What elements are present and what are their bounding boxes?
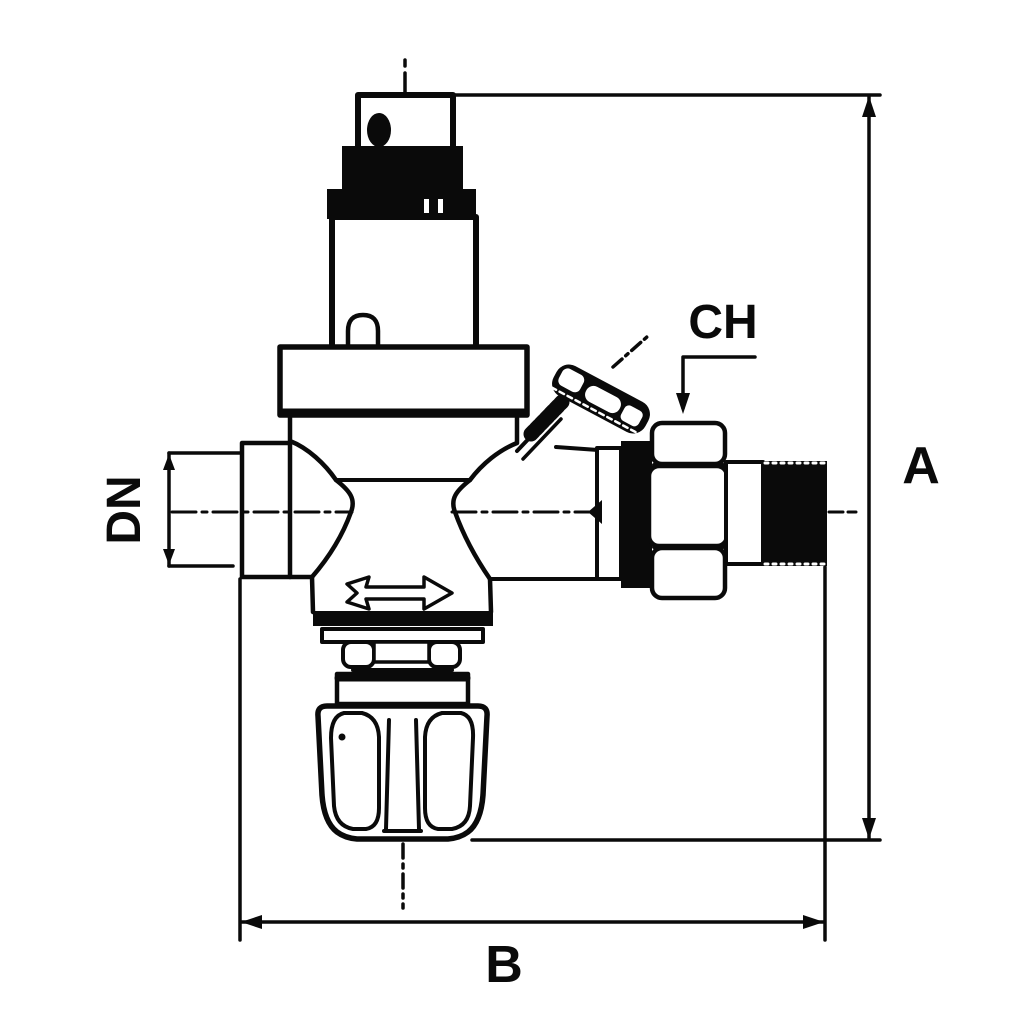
ch-leader (676, 355, 757, 414)
inlet-port (239, 440, 293, 580)
dim-B-arrow-right (803, 915, 824, 929)
ch-leader-arrow (676, 393, 690, 414)
housing-boss (345, 312, 381, 351)
label-CH: CH (688, 296, 757, 349)
spring-housing (329, 214, 479, 351)
flow-arrow (345, 575, 454, 611)
bottom-flange (313, 611, 493, 707)
dim-A-arrow-down (862, 818, 876, 839)
dim-A (453, 93, 882, 842)
label-B: B (485, 936, 523, 994)
knob-lobe-right (423, 711, 476, 831)
dim-DN-arrow-up (163, 454, 175, 470)
dim-A-arrow-up (862, 96, 876, 117)
male-thread (763, 461, 827, 566)
bleed-axis-centerline (611, 334, 650, 369)
tailpiece-tube (724, 460, 765, 566)
dim-DN (163, 451, 242, 568)
bleed-screw-threads (523, 394, 570, 442)
union-nut (646, 420, 730, 601)
top-flange (277, 344, 530, 418)
label-A: A (902, 437, 940, 495)
vent-hole (367, 113, 391, 147)
top-cap (355, 92, 456, 153)
dim-B (238, 565, 827, 942)
dim-DN-arrow-down (163, 549, 175, 565)
adjustment-knob (315, 703, 490, 842)
knob-lobe-left (329, 711, 381, 831)
dim-B-arrow-left (241, 915, 262, 929)
bleed-screw (515, 334, 650, 461)
label-DN: DN (98, 475, 151, 544)
knurled-cap-band (327, 146, 476, 219)
